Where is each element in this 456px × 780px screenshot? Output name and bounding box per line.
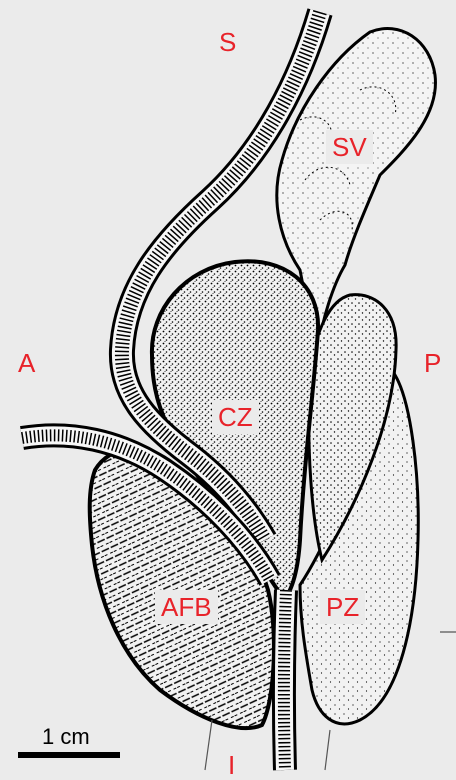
label-afb: AFB (155, 590, 218, 624)
label-anterior: A (18, 350, 35, 376)
label-superior: S (219, 29, 236, 55)
label-central-zone: CZ (212, 400, 259, 434)
label-seminal-vesicle: SV (326, 130, 373, 164)
label-posterior: P (424, 350, 441, 376)
label-inferior: I (228, 752, 235, 778)
scale-bar-label: 1 cm (42, 724, 90, 750)
scale-bar (18, 752, 120, 758)
label-peripheral-zone: PZ (320, 590, 365, 624)
